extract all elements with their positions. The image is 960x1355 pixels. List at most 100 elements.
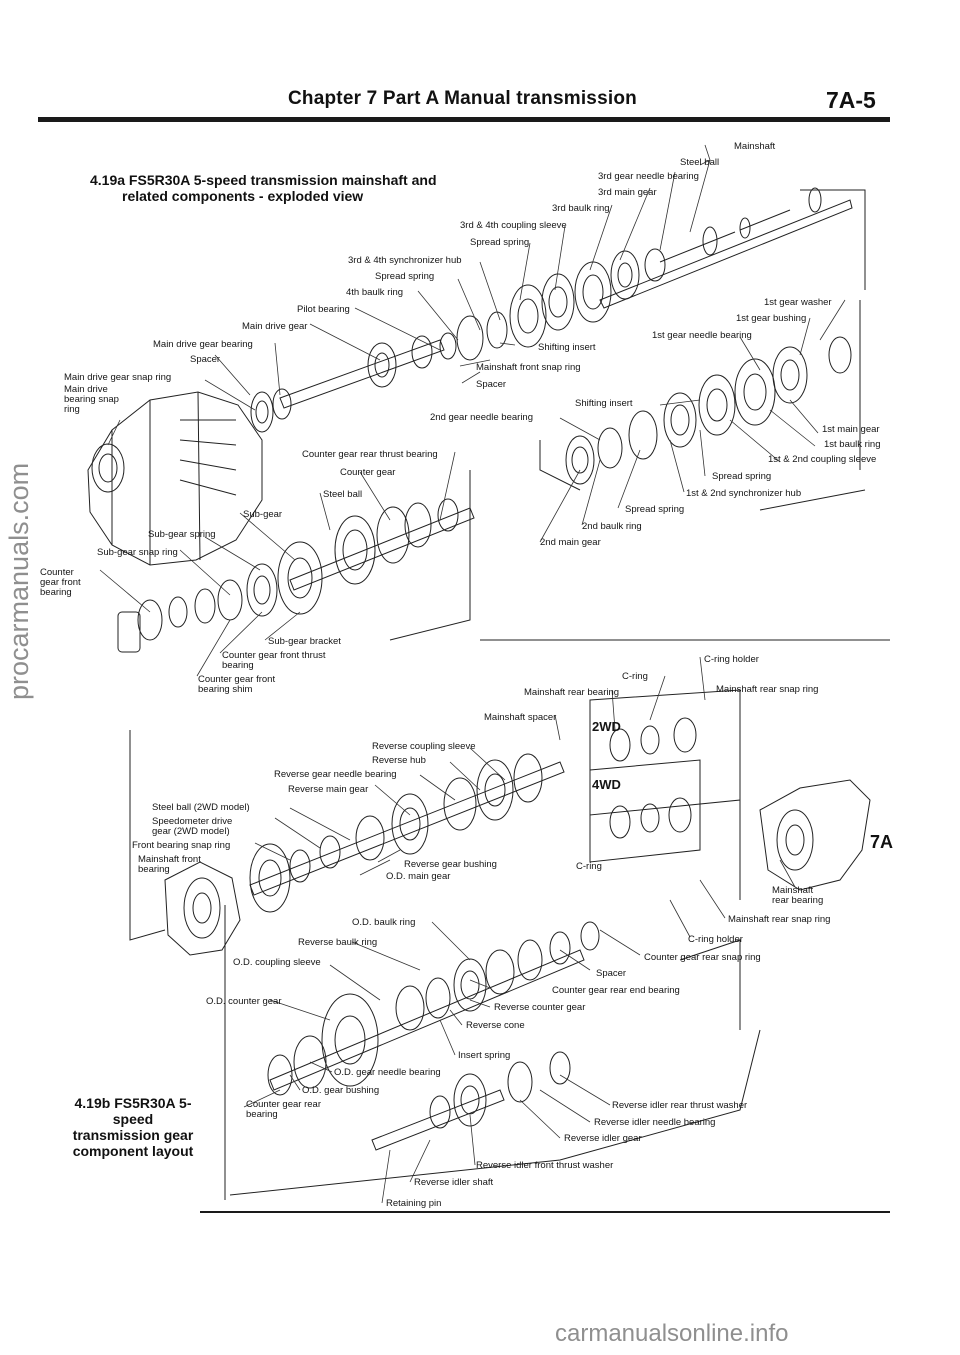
label-1st-baulk-ring: 1st baulk ring — [824, 439, 881, 450]
label-spread-spring-3: Spread spring — [712, 471, 772, 482]
label-spacer-2: Spacer — [476, 379, 507, 390]
label-pilot-bearing: Pilot bearing — [297, 304, 350, 315]
label-4th-baulk-ring: 4th baulk ring — [346, 287, 404, 298]
label-mainshaft-rear-bearing-1: Mainshaft rear bearing — [524, 687, 620, 698]
label-od-gear-needle-bearing: O.D. gear needle bearing — [334, 1067, 441, 1078]
figure-a-caption-line1: 4.19a FS5R30A 5-speed transmission mains… — [90, 172, 437, 188]
label-1st-2nd-coupling-sleeve: 1st & 2nd coupling sleeve — [768, 454, 877, 465]
chapter-title: Chapter 7 Part A Manual transmission — [288, 88, 637, 109]
label-3rd-baulk-ring: 3rd baulk ring — [552, 203, 610, 214]
label-steel-ball-2: Steel ball — [323, 489, 363, 500]
label-1st-main-gear: 1st main gear — [822, 424, 880, 435]
watermark-bottom: carmanualsonline.info — [555, 1320, 789, 1347]
label-reverse-main-gear: Reverse main gear — [288, 784, 369, 795]
label-reverse-counter-gear: Reverse counter gear — [494, 1002, 586, 1013]
label-3rd-4th-synchronizer-hub: 3rd & 4th synchronizer hub — [348, 255, 462, 266]
figure-b-drawing — [129, 689, 871, 1200]
figure-b-label-leaders — [243, 656, 796, 1204]
label-reverse-baulk-ring: Reverse baulk ring — [298, 937, 378, 948]
label-mainshaft-rear-bearing-2: Mainshaft rear bearing — [772, 885, 824, 906]
figure-a-caption-line2: related components - exploded view — [122, 188, 364, 204]
label-od-counter-gear: O.D. counter gear — [206, 996, 282, 1007]
label-od-main-gear: O.D. main gear — [386, 871, 451, 882]
label-mainshaft-rear-snap-ring-2: Mainshaft rear snap ring — [728, 914, 831, 925]
label-counter-gear-rear-snap-ring: Counter gear rear snap ring — [644, 952, 761, 963]
figure-a-caption: 4.19a FS5R30A 5-speed transmission mains… — [90, 172, 437, 204]
label-2wd: 2WD — [592, 719, 621, 734]
label-sub-gear-snap-ring: Sub-gear snap ring — [97, 547, 178, 558]
figure-b-caption-line1: 4.19b FS5R30A 5-speed — [74, 1095, 192, 1127]
label-main-drive-gear-snap-ring: Main drive gear snap ring — [64, 372, 172, 383]
section-tab: 7A — [870, 832, 894, 852]
label-c-ring-holder-2: C-ring holder — [688, 934, 743, 945]
label-shifting-insert-1: Shifting insert — [538, 342, 596, 353]
label-c-ring-1: C-ring — [622, 671, 648, 682]
label-reverse-idler-needle-bearing: Reverse idler needle bearing — [594, 1117, 716, 1128]
label-counter-gear-rear-bearing: Counter gear rear bearing — [246, 1099, 321, 1120]
label-main-drive-gear: Main drive gear — [242, 321, 308, 332]
label-mainshaft-spacer: Mainshaft spacer — [484, 712, 557, 723]
label-mainshaft-front-snap-ring: Mainshaft front snap ring — [476, 362, 581, 373]
label-counter-gear-front-bearing-shim: Counter gear front bearing shim — [198, 674, 276, 695]
label-retaining-pin: Retaining pin — [386, 1198, 442, 1209]
label-spacer-b: Spacer — [596, 968, 627, 979]
header-rule — [38, 117, 890, 122]
label-1st-gear-bushing: 1st gear bushing — [736, 313, 807, 324]
label-counter-gear: Counter gear — [340, 467, 396, 478]
label-reverse-gear-bushing: Reverse gear bushing — [404, 859, 497, 870]
label-sub-gear: Sub-gear — [243, 509, 283, 520]
label-1st-gear-needle-bearing: 1st gear needle bearing — [652, 330, 752, 341]
label-sub-gear-bracket: Sub-gear bracket — [268, 636, 341, 647]
label-3rd-4th-coupling-sleeve: 3rd & 4th coupling sleeve — [460, 220, 567, 231]
label-1st-gear-washer: 1st gear washer — [764, 297, 832, 308]
label-spread-spring-1: Spread spring — [470, 237, 530, 248]
label-reverse-gear-needle-bearing: Reverse gear needle bearing — [274, 769, 397, 780]
label-reverse-idler-rear-thrust-washer: Reverse idler rear thrust washer — [612, 1100, 748, 1111]
footer-rule — [200, 1211, 890, 1213]
label-counter-gear-front-thrust-bearing: Counter gear front thrust bearing — [222, 650, 326, 671]
label-mainshaft: Mainshaft — [734, 141, 776, 152]
label-od-coupling-sleeve: O.D. coupling sleeve — [233, 957, 321, 968]
label-mainshaft-front-bearing: Mainshaft front bearing — [138, 854, 201, 875]
label-reverse-cone: Reverse cone — [466, 1020, 525, 1031]
label-2nd-main-gear: 2nd main gear — [540, 537, 601, 548]
label-3rd-main-gear: 3rd main gear — [598, 187, 657, 198]
label-reverse-idler-front-thrust-washer: Reverse idler front thrust washer — [476, 1160, 614, 1171]
label-spread-spring-4: Spread spring — [625, 504, 685, 515]
figure-b-caption: 4.19b FS5R30A 5-speed transmission gear … — [62, 1095, 204, 1159]
label-4wd: 4WD — [592, 777, 621, 792]
label-insert-spring: Insert spring — [458, 1050, 511, 1061]
label-steel-ball: Steel ball — [680, 157, 720, 168]
label-1st-2nd-synchronizer-hub: 1st & 2nd synchronizer hub — [686, 488, 802, 499]
label-counter-gear-rear-end-bearing: Counter gear rear end bearing — [552, 985, 680, 996]
page-number: 7A-5 — [826, 87, 876, 113]
label-spread-spring-2: Spread spring — [375, 271, 435, 282]
label-reverse-idler-gear: Reverse idler gear — [564, 1133, 642, 1144]
label-mainshaft-rear-snap-ring-1: Mainshaft rear snap ring — [716, 684, 819, 695]
label-od-baulk-ring: O.D. baulk ring — [352, 917, 416, 928]
label-steel-ball-2wd: Steel ball (2WD model) — [152, 802, 250, 813]
label-2nd-baulk-ring: 2nd baulk ring — [582, 521, 642, 532]
figure-b-caption-line3: component layout — [72, 1143, 194, 1159]
label-spacer-1: Spacer — [190, 354, 221, 365]
label-c-ring-holder-1: C-ring holder — [704, 654, 759, 665]
label-reverse-coupling-sleeve: Reverse coupling sleeve — [372, 741, 476, 752]
label-2nd-gear-needle-bearing: 2nd gear needle bearing — [430, 412, 534, 423]
label-main-drive-bearing-snap-ring: Main drive bearing snap ring — [64, 384, 119, 415]
label-counter-gear-rear-thrust-bearing: Counter gear rear thrust bearing — [302, 449, 438, 460]
label-shifting-insert-2: Shifting insert — [575, 398, 633, 409]
label-reverse-hub: Reverse hub — [372, 755, 426, 766]
label-front-bearing-snap-ring: Front bearing snap ring — [132, 840, 231, 851]
figure-b-caption-line2: transmission gear — [72, 1127, 194, 1143]
label-sub-gear-spring: Sub-gear spring — [148, 529, 216, 540]
label-main-drive-gear-bearing: Main drive gear bearing — [153, 339, 253, 350]
label-counter-gear-front-bearing: Counter gear front bearing — [40, 567, 81, 598]
label-3rd-gear-needle-bearing: 3rd gear needle bearing — [598, 171, 699, 182]
label-c-ring-2: C-ring — [576, 861, 602, 872]
label-od-gear-bushing: O.D. gear bushing — [302, 1085, 380, 1096]
figure-a-drawing — [87, 187, 890, 653]
figure-a-label-leaders — [99, 144, 846, 677]
label-speedometer-drive-gear: Speedometer drive gear (2WD model) — [152, 816, 233, 837]
label-reverse-idler-shaft: Reverse idler shaft — [414, 1177, 494, 1188]
